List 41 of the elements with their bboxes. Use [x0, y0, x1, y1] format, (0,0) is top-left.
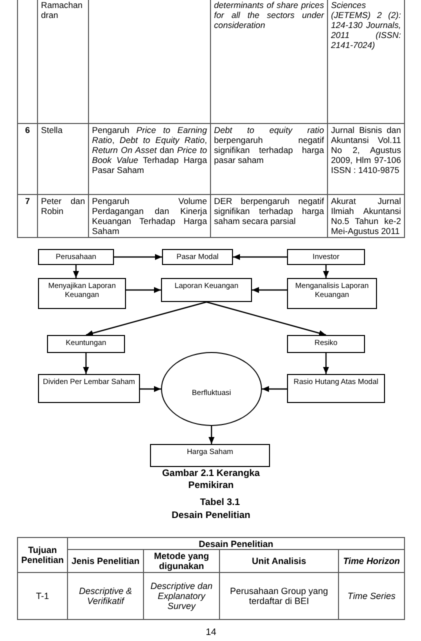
arrow	[206, 301, 326, 336]
table-cell: Ramachandran	[38, 0, 88, 123]
table-cell: Jenis Penelitian	[68, 550, 144, 572]
table-cell: Pengaruh Volume Perdagangan dan Kinerja Keuangan Terhadap Harga Saham	[88, 194, 210, 237]
table-cell: Tujuan Penelitian	[18, 538, 68, 572]
table-cell: T-1	[18, 572, 68, 620]
table-cell: Stella	[38, 123, 88, 194]
table-cell: Time Horizon	[338, 550, 405, 572]
arrow	[252, 287, 287, 293]
arrow	[86, 301, 207, 336]
table-title: Desain Penelitian	[170, 510, 252, 522]
arrow	[126, 287, 161, 293]
table-cell: determinants of share prices for all the sectors under consideration	[210, 0, 328, 123]
table-cell: Unit Analisis	[220, 550, 338, 572]
table-cell: Descriptive dan Explanatory Survey	[144, 572, 220, 620]
arrow	[73, 265, 79, 278]
table-cell: Jurnal Bisnis dan Akuntansi Vol.11 No 2, Agustus 2009, Hlm 97-106 ISSN : 1410-9875	[328, 123, 404, 194]
table-cell: 6	[18, 123, 38, 194]
table-title: Tabel 3.1	[199, 497, 241, 509]
page-number: 14	[204, 627, 218, 639]
arrow	[114, 254, 162, 260]
table-cell: DER berpengaruh negatif signifikan terhadap harga saham secara parsial	[210, 194, 328, 237]
arrow	[323, 353, 329, 374]
arrow	[262, 386, 287, 392]
arrow	[323, 265, 329, 278]
table-cell: Perusahaan Group yang terdaftar di BEI	[220, 572, 338, 620]
table-cell: Peter dan Robin	[38, 194, 88, 237]
table-cell: Descriptive & Verifikatif	[68, 572, 144, 620]
table-cell: Sciences (JETEMS) 2 (2): 124-130 Journals, 2011 (ISSN: 2141-7024)	[328, 0, 404, 123]
table-cell: 7	[18, 194, 38, 237]
table-cell: Pengaruh Price to Earning Ratio, Debt to Equity Ratio, Return On Asset dan Price to Book Value Terhadap Harga Pasar Saham	[88, 123, 210, 194]
arrow	[140, 386, 161, 392]
table-cell: Akurat Jurnal Ilmiah Akuntansi No.5 Tahun ke-2 Mei-Agustus 2011	[328, 194, 404, 237]
table-cell: Time Series	[338, 572, 405, 620]
arrow	[83, 353, 89, 374]
arrow	[233, 254, 287, 260]
table-cell: Metode yang digunakan	[144, 550, 220, 572]
arrow	[208, 426, 214, 444]
table-cell: Desain Penelitian	[68, 538, 405, 550]
figure-caption: Gambar 2.1 Kerangka Pemikiran	[161, 468, 261, 492]
table-cell: Debt to equity ratio berpengaruh negatif signifikan terhadap harga pasar saham	[210, 123, 328, 194]
